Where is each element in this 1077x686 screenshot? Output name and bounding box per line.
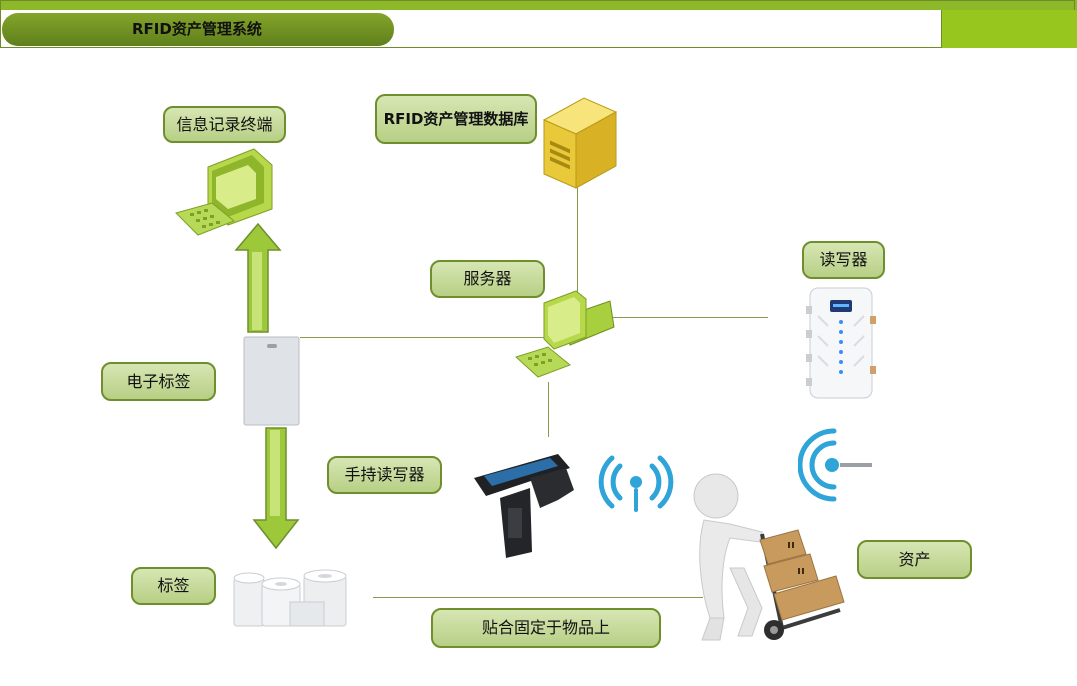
connector-server-handheld [548, 382, 549, 437]
asset-person-cart-icon [693, 473, 845, 641]
arrow-down-icon [252, 427, 300, 550]
header-top-stripe [0, 0, 1077, 10]
connector-tag-asset [373, 597, 703, 598]
connector-database-server [577, 185, 578, 293]
etag-label: 电子标签 [101, 362, 216, 401]
electronic-tag-card-icon [243, 336, 300, 426]
rfid-signal-icon [798, 428, 872, 502]
asset-label: 资产 [857, 540, 972, 579]
server-label: 服务器 [430, 260, 545, 298]
server-computer-icon [515, 290, 615, 378]
tag-label: 标签 [131, 567, 216, 605]
connector-server-reader [610, 317, 768, 318]
handheld-reader-icon [474, 454, 574, 558]
terminal-label: 信息记录终端 [163, 106, 286, 143]
page-title: RFID资产管理系统 [2, 13, 394, 46]
header-corner-block [941, 10, 1077, 48]
computer-terminal-icon [175, 148, 273, 236]
database-label: RFID资产管理数据库 [375, 94, 537, 144]
handheld-label: 手持读写器 [327, 456, 442, 494]
attach-label: 贴合固定于物品上 [431, 608, 661, 648]
rfid-reader-device-icon [806, 287, 876, 399]
label-rolls-icon [233, 569, 347, 627]
wireless-signal-icon [598, 455, 674, 512]
database-server-icon [542, 97, 618, 189]
reader-label: 读写器 [802, 241, 885, 279]
arrow-up-icon [234, 222, 282, 333]
connector-etag-server [300, 337, 550, 338]
